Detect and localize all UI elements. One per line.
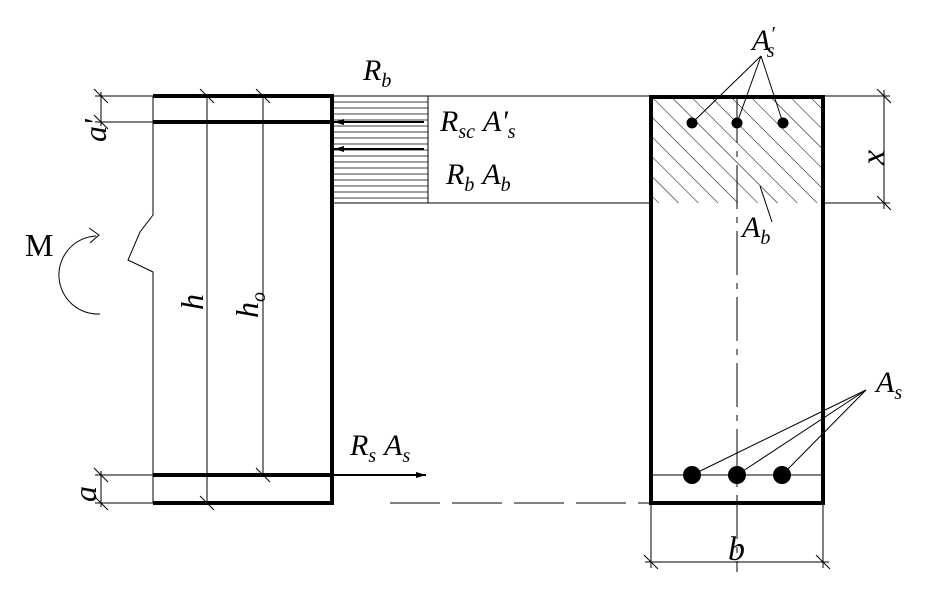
tick	[93, 114, 109, 130]
label-rb-top: Rb	[362, 54, 391, 92]
label-h: h	[174, 294, 210, 310]
stress-block	[332, 95, 429, 204]
stress-diagram	[332, 95, 650, 504]
label-ho: ho	[229, 292, 270, 318]
tick	[876, 195, 892, 211]
tick	[93, 495, 109, 511]
leader-line	[759, 185, 773, 223]
tick	[93, 467, 109, 483]
tick	[876, 88, 892, 104]
moment-arrowhead	[88, 227, 100, 244]
label-b: b	[728, 531, 745, 568]
leader-line	[736, 389, 867, 476]
leader-line	[736, 55, 762, 124]
tick	[199, 88, 215, 104]
tick	[643, 554, 659, 570]
left-beam-elevation	[58, 88, 334, 511]
leader-line	[760, 55, 784, 124]
leader-line	[691, 389, 867, 476]
label-ab: Ab	[740, 211, 770, 249]
moment-arc	[58, 235, 101, 315]
break-line	[127, 96, 154, 503]
tick	[255, 467, 271, 483]
tick	[255, 88, 271, 104]
leader-line	[691, 55, 762, 124]
tick	[93, 88, 109, 104]
cross-section	[643, 55, 892, 572]
label-as: As	[874, 366, 902, 404]
tick	[199, 495, 215, 511]
label-x: x	[855, 150, 892, 166]
label-a-prime: a'	[77, 118, 113, 142]
label-a: a	[67, 486, 103, 502]
leader-line	[781, 389, 867, 476]
label-moment: M	[25, 227, 53, 263]
tick	[815, 554, 831, 570]
label-as-prime: A′s	[750, 23, 775, 62]
